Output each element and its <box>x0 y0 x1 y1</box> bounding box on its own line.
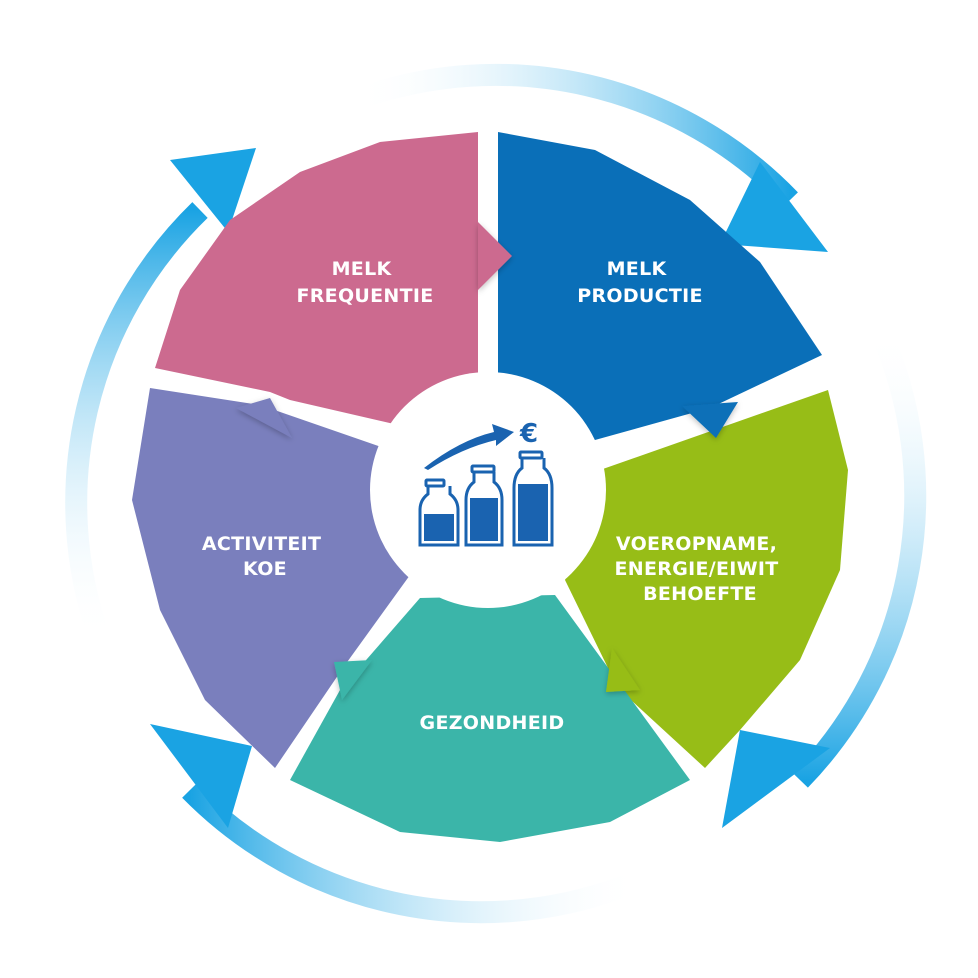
segment-voeropname <box>565 390 848 768</box>
cycle-arrows <box>65 63 927 924</box>
arrow-head-bottom-left-icon <box>150 724 252 828</box>
tab-voeropname <box>606 648 640 692</box>
tab-activiteit <box>236 398 292 438</box>
arrow-right <box>792 325 927 788</box>
arrow-top-right <box>351 63 798 208</box>
label-melk-frequentie: MELK FREQUENTIE <box>296 258 433 307</box>
arrow-head-right-icon <box>722 730 830 828</box>
tab-gezondheid <box>334 660 372 700</box>
growth-milk-icon: € <box>418 419 554 547</box>
arrow-head-top-left-icon <box>170 148 256 232</box>
arrow-head-top-right-icon <box>720 162 828 252</box>
tab-frequentie <box>478 222 512 290</box>
label-gezondheid: GEZONDHEID <box>420 712 565 734</box>
segment-melk-frequentie <box>155 132 478 440</box>
segment-activiteit-koe <box>132 388 410 768</box>
label-activiteit-koe: ACTIVITEIT KOE <box>202 533 328 580</box>
arrow-bottom <box>182 782 645 924</box>
segment-melk-productie <box>498 132 822 440</box>
rising-arrow-icon <box>424 424 514 470</box>
segment-labels: MELK FREQUENTIE MELK PRODUCTIE VOEROPNAM… <box>202 258 786 734</box>
tab-productie <box>682 402 738 438</box>
segment-gezondheid <box>290 595 690 842</box>
euro-symbol: € <box>519 419 538 449</box>
bottle-small-icon <box>418 478 460 547</box>
label-voeropname: VOEROPNAME, ENERGIE/EIWIT BEHOEFTE <box>615 533 786 605</box>
bottle-large-icon <box>512 450 554 547</box>
arrow-left <box>65 202 208 644</box>
bottle-medium-icon <box>464 464 504 547</box>
label-melk-productie: MELK PRODUCTIE <box>577 258 703 307</box>
center-circle <box>370 372 606 608</box>
puzzle-tabs <box>236 222 738 700</box>
segments <box>132 132 848 842</box>
